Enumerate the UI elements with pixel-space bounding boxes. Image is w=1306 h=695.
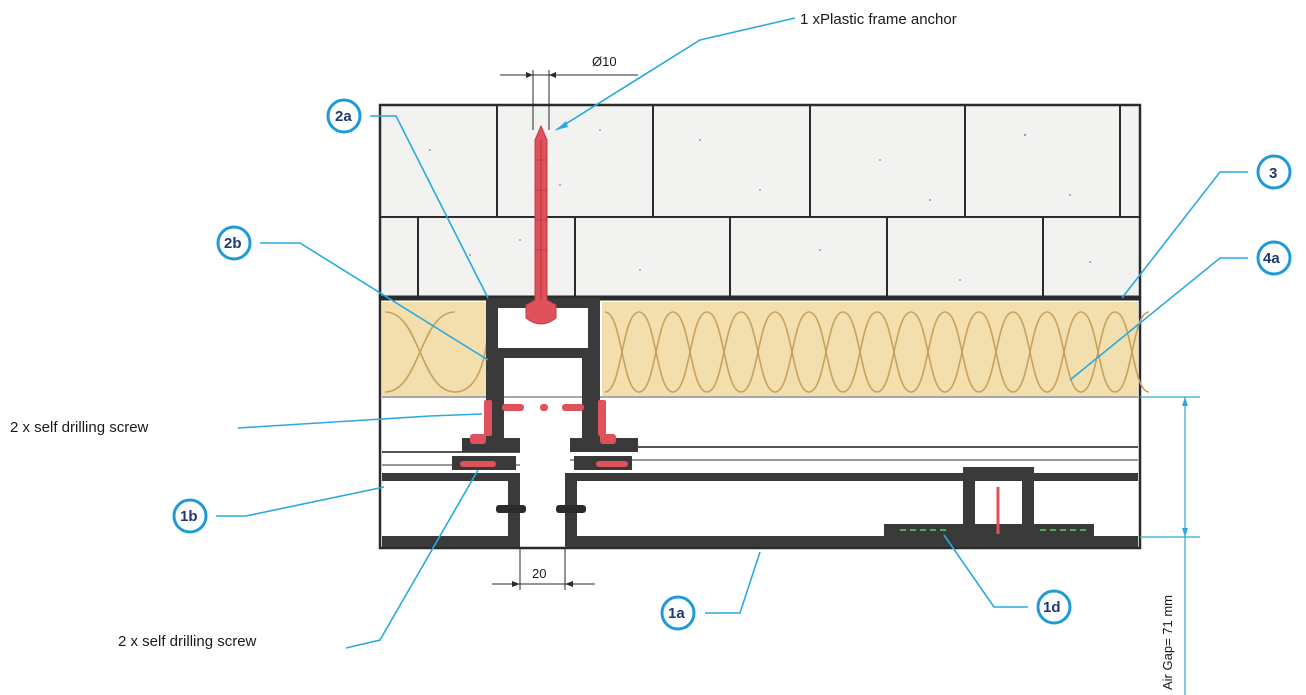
tag-4a: 4a bbox=[1256, 240, 1292, 276]
tag-1a: 1a bbox=[660, 595, 696, 631]
cladding-panel-right bbox=[565, 536, 1138, 547]
tag-1b: 1b bbox=[172, 498, 208, 534]
screw-note-upper: 2 x self drilling screw bbox=[10, 419, 149, 436]
tag-1b-label: 1b bbox=[180, 508, 198, 525]
tag-2a-label: 2a bbox=[335, 108, 352, 125]
air-gap-label: Air Gap= 71 mm bbox=[1160, 595, 1175, 690]
dim-diameter-label: Ø10 bbox=[592, 54, 617, 69]
dimension-air-gap: Air Gap= 71 mm bbox=[1140, 396, 1200, 695]
self-drilling-screws bbox=[460, 400, 628, 467]
tag-1d: 1d bbox=[1036, 589, 1072, 625]
tag-1d-label: 1d bbox=[1043, 599, 1061, 616]
tag-3-label: 3 bbox=[1269, 165, 1277, 182]
plastic-anchor-note: 1 xPlastic frame anchor bbox=[800, 11, 957, 28]
tag-2b: 2b bbox=[216, 225, 252, 261]
cladding-panel-left bbox=[382, 536, 520, 547]
tag-2b-label: 2b bbox=[224, 235, 242, 252]
dim-gap-label: 20 bbox=[532, 566, 546, 581]
plastic-frame-anchor bbox=[525, 124, 557, 325]
dimension-gap: 20 bbox=[492, 548, 595, 590]
masonry-wall bbox=[378, 103, 1142, 300]
tag-1a-label: 1a bbox=[668, 605, 685, 622]
tag-3: 3 bbox=[1256, 154, 1292, 190]
tag-2a: 2a bbox=[326, 98, 362, 134]
dimension-diameter: Ø10 bbox=[500, 54, 638, 130]
panel-hanger-1d bbox=[884, 467, 1094, 536]
screw-note-lower: 2 x self drilling screw bbox=[118, 633, 257, 650]
tag-4a-label: 4a bbox=[1263, 250, 1280, 267]
leader-lines bbox=[216, 17, 1248, 649]
